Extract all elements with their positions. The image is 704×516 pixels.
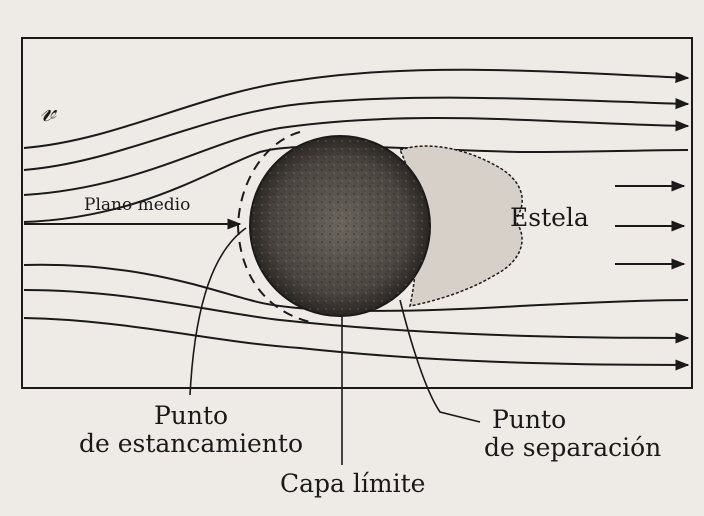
velocity-symbol: 𝓋	[40, 92, 56, 129]
mid-plane-label: Plano medio	[84, 196, 190, 216]
boundary-layer-label: Capa límite	[280, 470, 425, 499]
streamline	[24, 70, 688, 148]
separation-point-label-line2: de separación	[484, 434, 661, 462]
stagnation-point-label: Punto de estancamiento	[66, 402, 316, 457]
wake-arrows	[615, 186, 684, 264]
wake-label: Estela	[510, 204, 589, 233]
separation-point-label-line1: Punto	[484, 406, 661, 434]
separation-point-label: Punto de separación	[484, 406, 661, 461]
cylinder	[250, 136, 430, 316]
stagnation-point-label-line2: de estancamiento	[66, 430, 316, 458]
streamline	[24, 318, 688, 365]
stagnation-point-label-line1: Punto	[66, 402, 316, 430]
